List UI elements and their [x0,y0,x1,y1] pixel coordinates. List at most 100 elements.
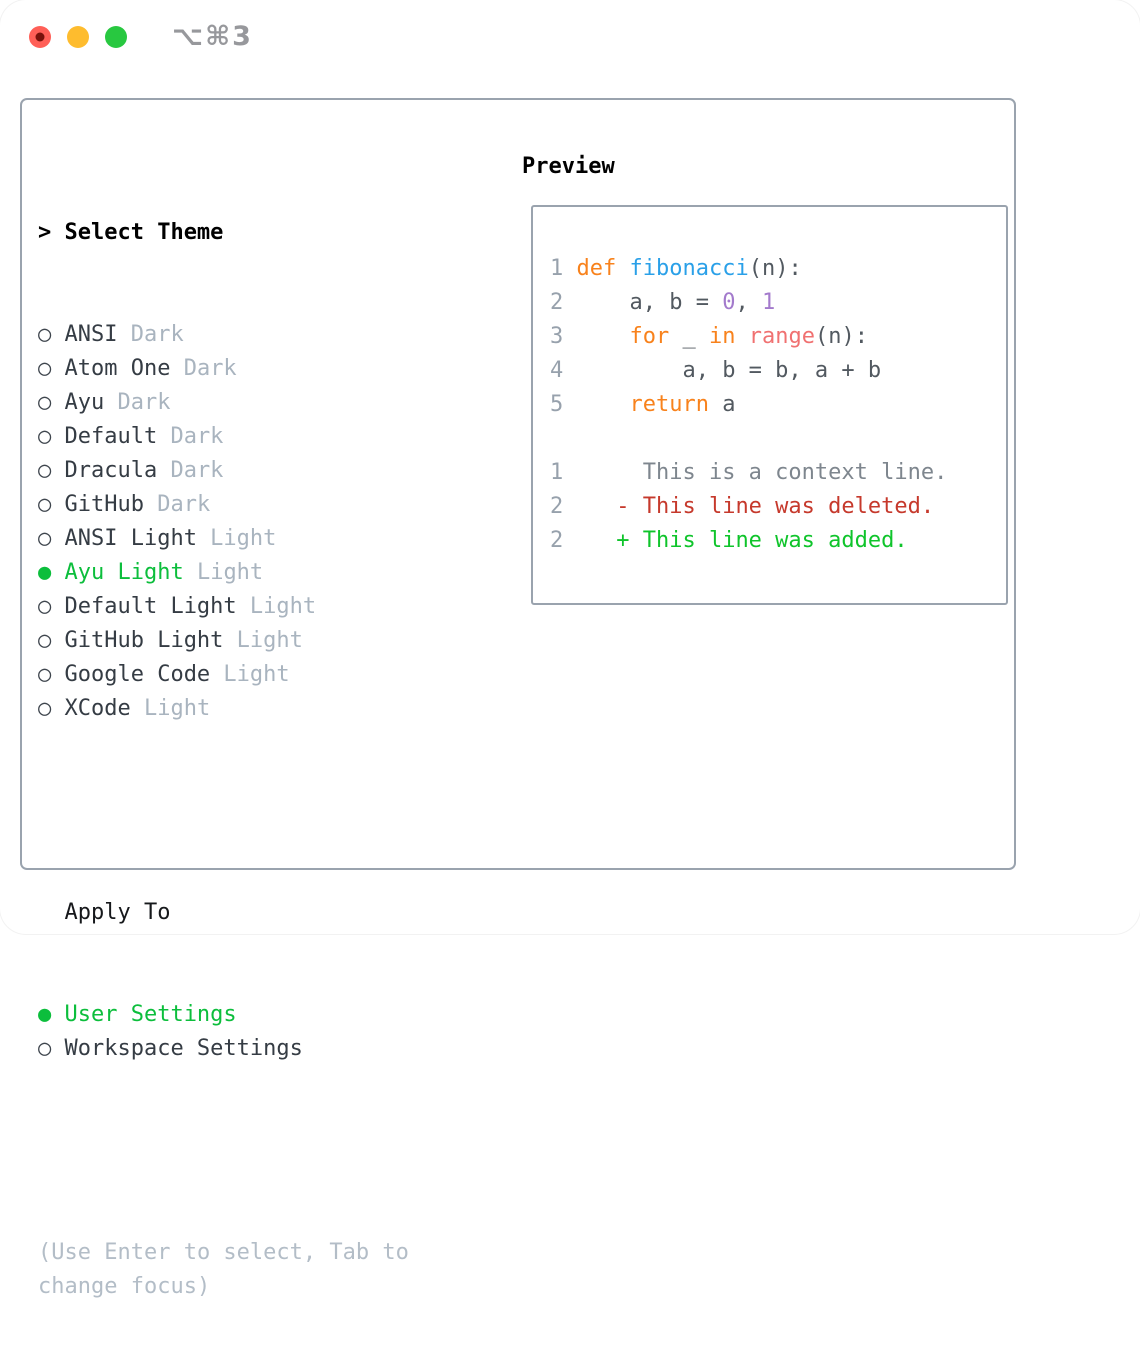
token-kw: return [629,392,709,417]
theme-variant-label: Dark [157,424,224,449]
radio-unselected-icon: ○ [38,1036,52,1061]
token-del: - This line was deleted. [616,494,935,519]
theme-variant-label: Dark [143,492,211,517]
token-plain [616,256,629,281]
code-line: 1 def fibonacci(n): [550,252,1006,286]
code-line: 2 a, b = 0, 1 [550,286,1006,320]
radio-unselected-icon: ○ [38,594,52,619]
zoom-button[interactable] [105,26,127,48]
apply-option-label: Workspace Settings [64,1036,303,1061]
close-button[interactable] [29,26,51,48]
radio-unselected-icon: ○ [38,526,52,551]
token-lineno: 2 [550,528,564,553]
token-lineno: 2 [550,494,564,519]
token-num: 0 [722,290,736,315]
token-plain: a, b = b, a + b [563,358,882,383]
select-theme-title: Select Theme [64,220,224,245]
token-plain [563,494,616,519]
titlebar: ⌥⌘3 [0,0,1140,74]
theme-variant-label: Light [223,628,303,653]
code-line: 2 + This line was added. [550,524,1006,558]
radio-selected-icon: ● [38,1002,52,1027]
code-line: 2 - This line was deleted. [550,490,1006,524]
token-plain: (n): [748,256,802,281]
theme-variant-label: Dark [117,322,184,347]
code-line: 5 return a [550,388,1006,422]
token-kw: in [708,324,736,349]
app-window: ⌥⌘3 >Select Theme ○ ANSI Dark ○ Atom One Da… [0,0,1140,1299]
token-add: + This line was added. [616,528,908,553]
token-plain: _ [669,324,709,349]
code-line: 4 a, b = b, a + b [550,354,1006,388]
preview-title: Preview [522,154,615,179]
spacer [38,794,500,828]
apply-option-user-settings[interactable]: ● User Settings [38,998,500,1032]
theme-variant-label: Light [196,526,277,551]
theme-variant-label: Dark [170,356,237,381]
token-plain: a, b = [563,290,723,315]
radio-unselected-icon: ○ [38,424,52,449]
radio-unselected-icon: ○ [38,322,52,347]
radio-unselected-icon: ○ [38,628,52,653]
token-plain: (n): [814,324,868,349]
theme-option-default-light[interactable]: ○ Default Light Light [38,590,500,624]
theme-option-github-light[interactable]: ○GitHub Light Light [38,624,500,658]
code-line: 3 for _ in range(n): [550,320,1006,354]
apply-option-workspace-settings[interactable]: ○ Workspace Settings [38,1032,500,1066]
theme-option-label: ANSI [64,322,118,347]
theme-option-label: Ayu [64,390,105,415]
radio-unselected-icon: ○ [38,356,52,381]
theme-option-default[interactable]: ○ Default Dark [38,420,500,454]
theme-variant-label: Light [183,560,264,585]
window-controls [29,26,127,48]
token-kw: def [576,256,617,281]
radio-unselected-icon: ○ [38,662,52,687]
theme-variant-label: Light [130,696,211,721]
theme-option-google-code[interactable]: ○ Google Code Light [38,658,500,692]
theme-option-label: XCode [64,696,131,721]
apply-option-label: User Settings [64,1002,237,1027]
token-lineno: 5 [550,392,564,417]
theme-option-ansi-light[interactable]: ○ANSI Light Light [38,522,500,556]
token-lineno: 3 [550,324,564,349]
theme-option-label: Atom One [64,356,171,381]
token-plain [563,392,629,417]
preview-column: Preview 1 def fibonacci(n):2 a, b = 0, 1… [502,150,1008,605]
theme-option-label: Ayu Light [64,560,184,585]
window-shortcut-label: ⌥⌘3 [172,21,253,52]
token-plain [563,528,616,553]
token-plain: , [735,290,762,315]
code-line: 1 This is a context line. [550,456,1006,490]
token-lineno: 2 [550,290,564,315]
token-call: range [748,324,815,349]
theme-option-label: Default Light [64,594,237,619]
theme-option-xcode[interactable]: ○XCode Light [38,692,500,726]
radio-unselected-icon: ○ [38,390,52,415]
theme-option-ansi[interactable]: ○ ANSI Dark [38,318,500,352]
theme-option-label: Dracula [64,458,158,483]
theme-option-atom-one[interactable]: ○ Atom One Dark [38,352,500,386]
theme-variant-label: Light [210,662,290,687]
minimize-button[interactable] [67,26,89,48]
token-plain [563,256,576,281]
keyboard-hint: (Use Enter to select, Tab to change focu… [38,1240,409,1299]
token-num: 1 [761,290,776,315]
theme-option-ayu-light[interactable]: ●Ayu Light Light [38,556,500,590]
token-lineno: 1 [550,256,564,281]
theme-selector-column: >Select Theme ○ANSI Dark○Atom One Dark○A… [38,148,500,1372]
theme-option-label: GitHub [64,492,144,517]
code-blank-line [550,422,1006,456]
select-theme-header: >Select Theme [38,216,500,250]
theme-option-label: Default [64,424,158,449]
token-plain [563,324,629,349]
theme-variant-label: Light [236,594,317,619]
theme-option-label: Google Code [64,662,211,687]
main-panel: >Select Theme ○ANSI Dark○Atom One Dark○A… [20,98,1016,1299]
theme-option-ayu[interactable]: ○ Ayu Dark [38,386,500,420]
theme-option-dracula[interactable]: ○Dracula Dark [38,454,500,488]
token-fn: fibonacci [629,256,749,281]
theme-variant-label: Dark [104,390,171,415]
theme-option-github[interactable]: ○GitHub Dark [38,488,500,522]
